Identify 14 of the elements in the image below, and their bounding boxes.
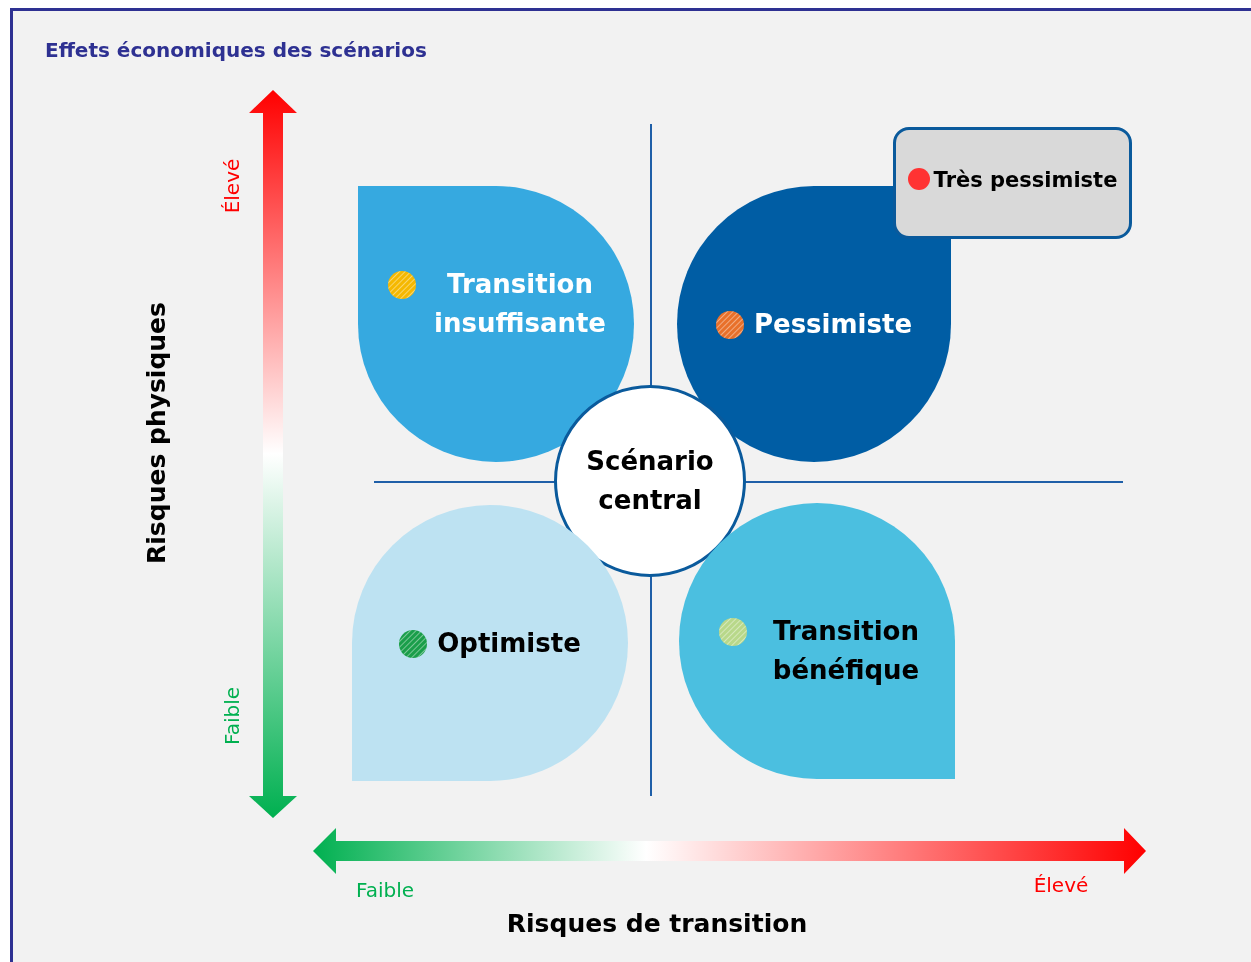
scenario-label: Optimiste	[437, 626, 581, 660]
scenario-label: Pessimiste	[753, 307, 913, 341]
axis-level-label: Élevé	[220, 158, 244, 214]
scenario-label: Scénario central	[585, 445, 715, 517]
scenario-label: Transition insuffisante	[433, 268, 607, 340]
axis-level-label: Élevé	[1033, 873, 1089, 897]
scenario-label: Très pessimiste	[933, 168, 1118, 192]
axis-level-label: Faible	[220, 687, 244, 745]
axis-level-label: Faible	[356, 878, 414, 902]
scenario-tag	[893, 127, 1132, 239]
scenario-label: Transition bénéfique	[771, 615, 921, 687]
axis-title: Risques de transition	[506, 908, 808, 938]
axis-title: Risques physiques	[141, 302, 171, 564]
chart-title: Effets économiques des scénarios	[45, 38, 427, 62]
